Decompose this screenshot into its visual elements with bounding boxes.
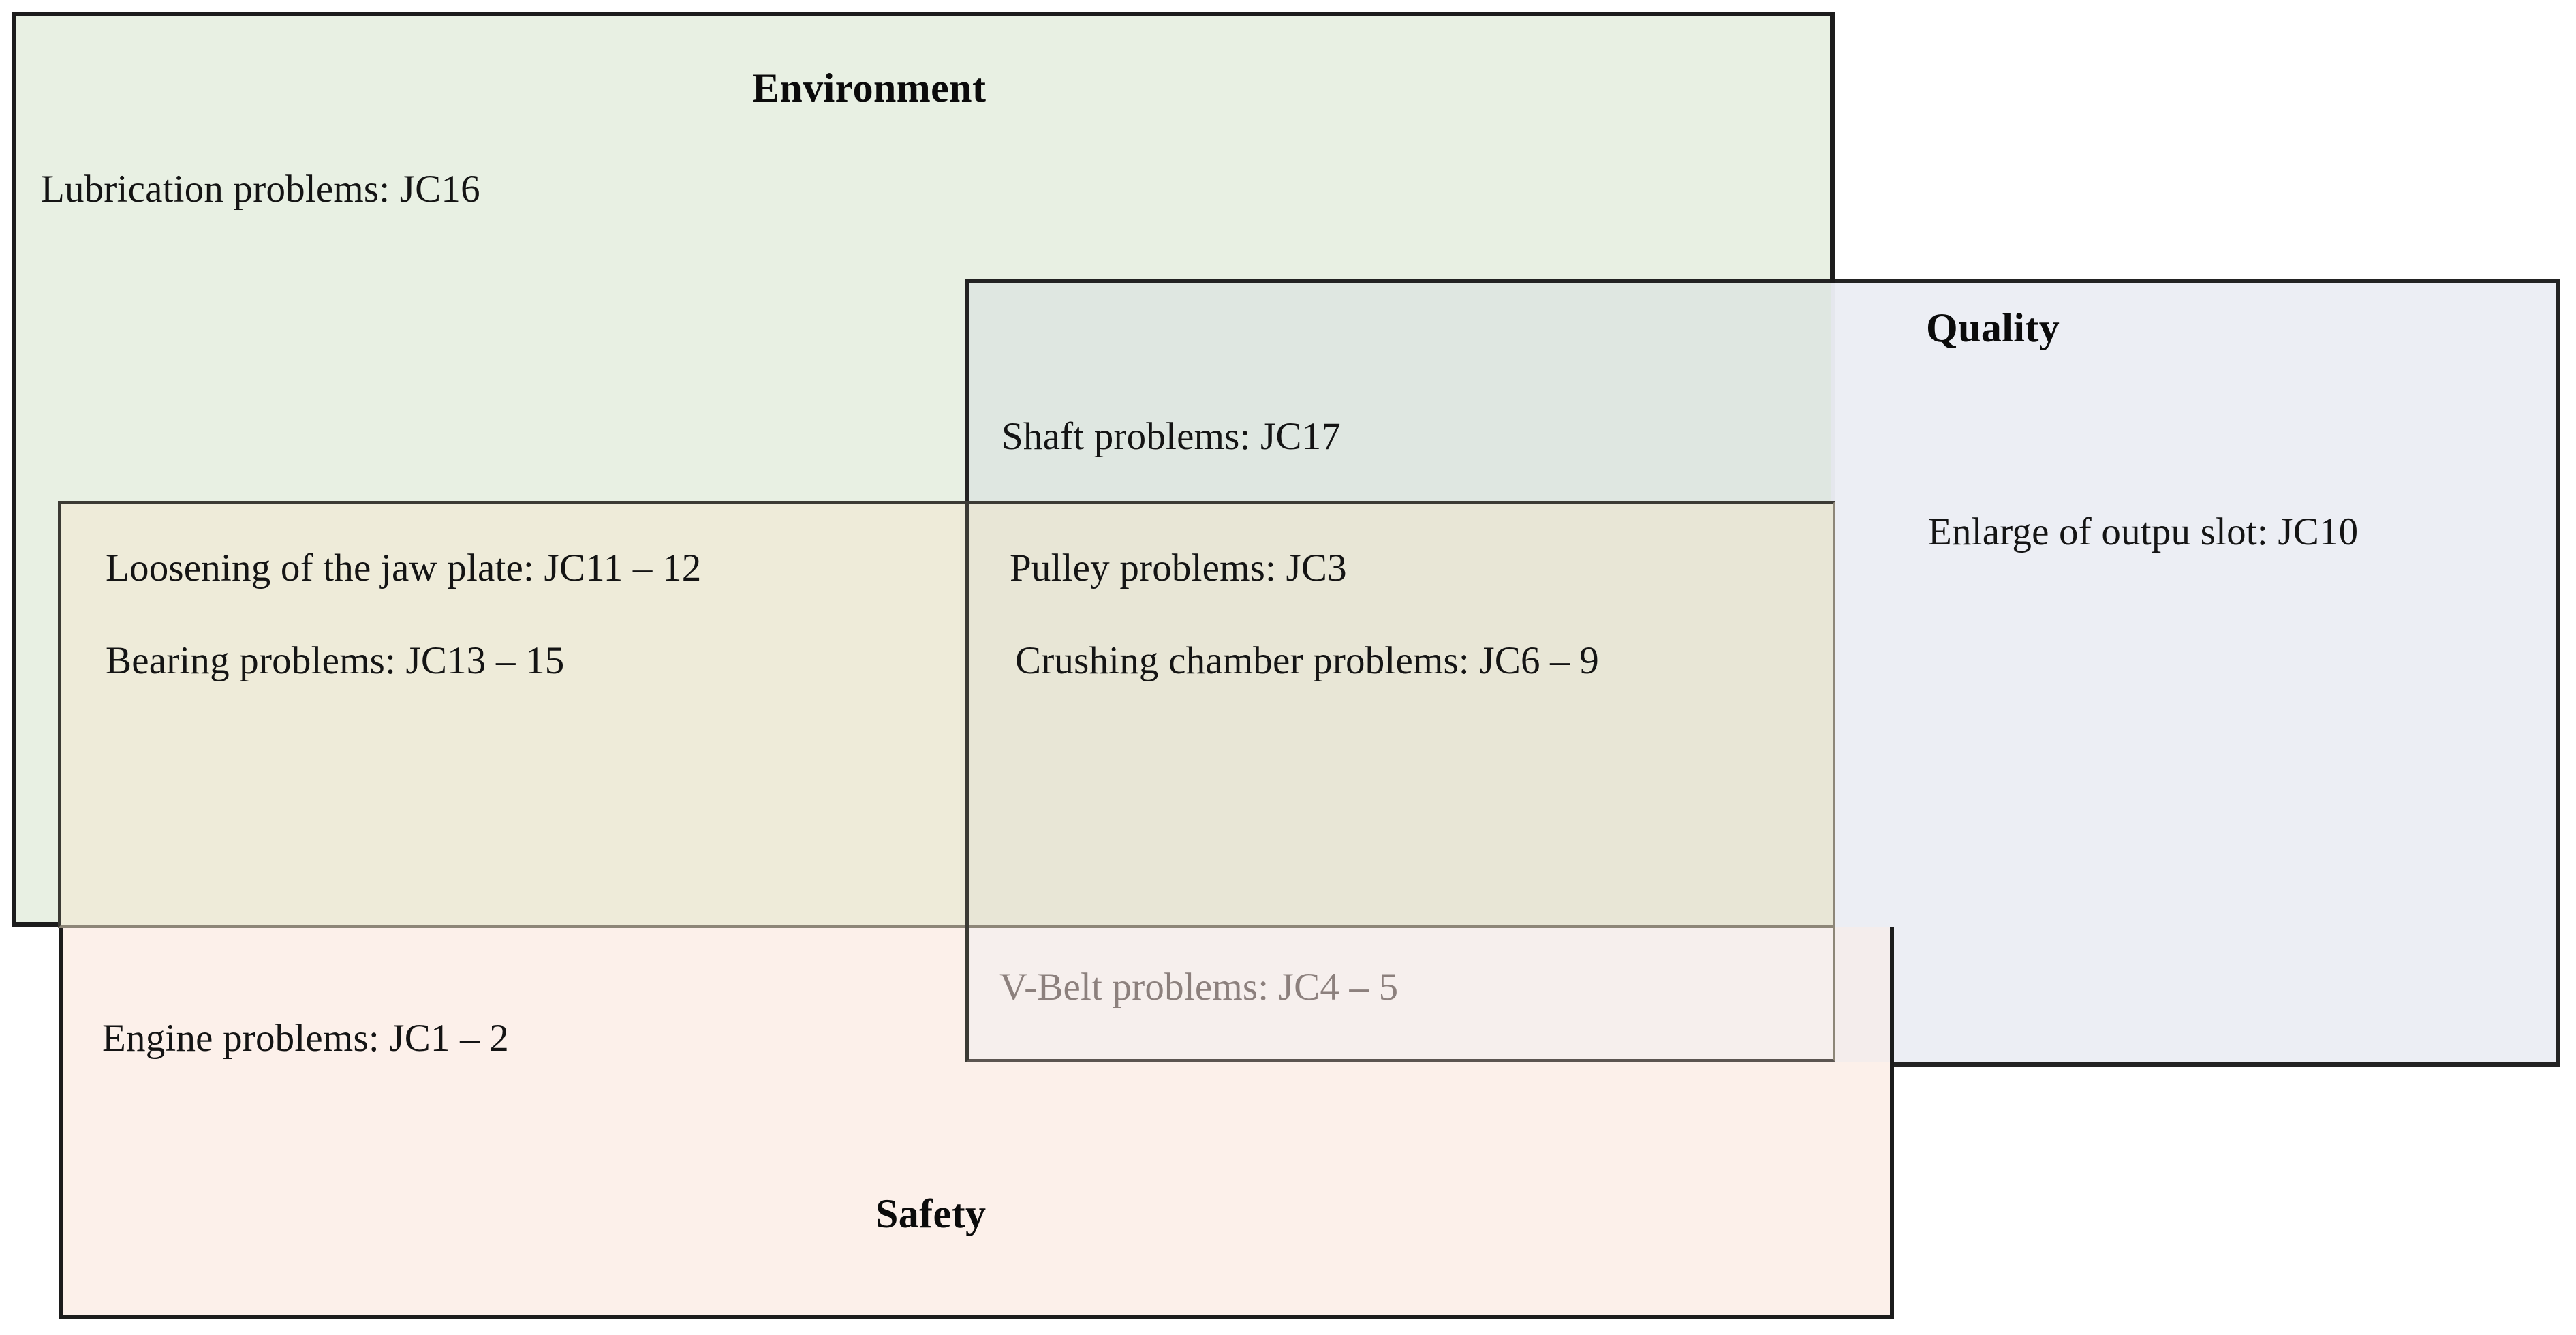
region-title-quality: Quality [1926,305,2060,350]
region-vbelt-strip [965,928,1835,1062]
item-loosening-jaw-plate: Loosening of the jaw plate: JC11 – 12 [106,547,702,589]
item-lubrication-problems: Lubrication problems: JC16 [41,168,480,211]
item-shaft-problems: Shaft problems: JC17 [1002,415,1341,458]
region-safety-left-edge [59,927,63,1319]
item-crushing-chamber-problems: Crushing chamber problems: JC6 – 9 [1015,639,1599,682]
item-pulley-problems: Pulley problems: JC3 [1010,547,1347,589]
quality-left-edge-divider [965,501,969,928]
item-enlarge-output-slot: Enlarge of outpu slot: JC10 [1928,510,2359,553]
region-center-overlap-all-three [969,504,1833,925]
region-title-environment: Environment [752,65,987,110]
item-bearing-problems: Bearing problems: JC13 – 15 [106,639,565,682]
item-engine-problems: Engine problems: JC1 – 2 [102,1017,509,1060]
region-title-safety: Safety [875,1191,987,1236]
item-vbelt-problems: V-Belt problems: JC4 – 5 [999,966,1399,1009]
